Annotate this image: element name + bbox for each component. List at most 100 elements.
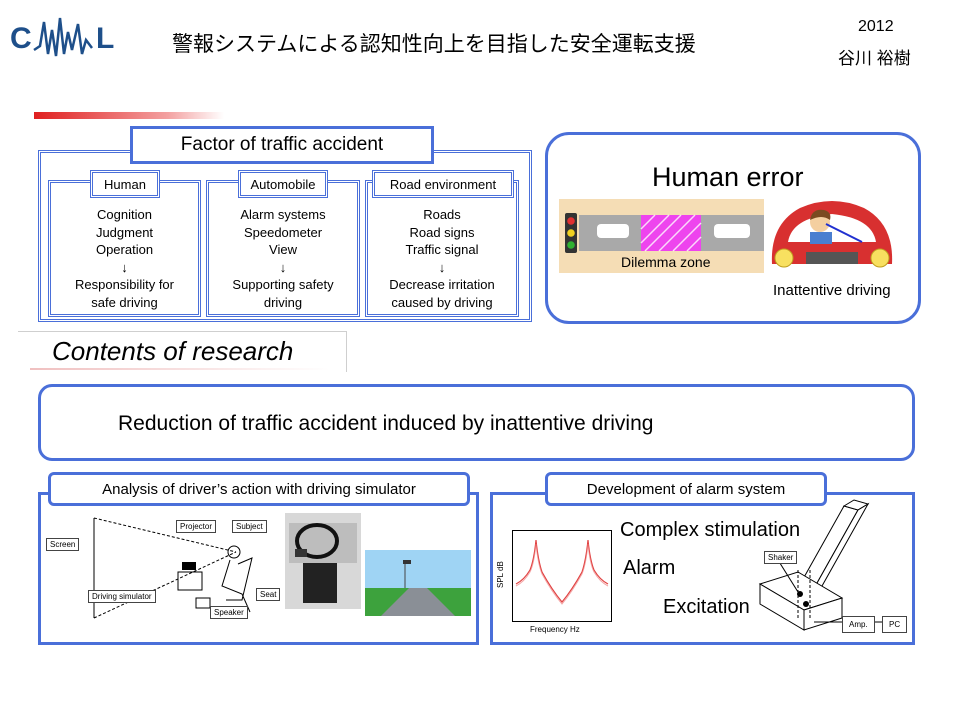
- factor-panel-title-box: Factor of traffic accident: [130, 126, 434, 164]
- analysis-panel-title: Analysis of driver’s action with driving…: [102, 480, 416, 498]
- road-illustration: [559, 199, 764, 273]
- factor-item: Judgment: [95, 224, 154, 240]
- factor-result: Supporting safety: [232, 277, 334, 292]
- simulator-photo: [285, 513, 361, 609]
- reduction-text: Reduction of traffic accident induced by…: [118, 412, 654, 435]
- human-error-title: Human error: [652, 162, 804, 192]
- car-left: [597, 224, 629, 238]
- factor-column-human-items: Cognition Judgment Operation ↓ Responsib…: [48, 206, 201, 311]
- factor-column-human: [48, 180, 201, 317]
- camal-logo: C L: [8, 10, 132, 62]
- alarm-panel-title-box: Development of alarm system: [545, 472, 827, 506]
- dilemma-hatch: [640, 214, 702, 252]
- factor-column-header-label: Automobile: [250, 176, 316, 192]
- driving-scene-screenshot: [365, 550, 471, 616]
- driver-shirt: [810, 232, 832, 244]
- shaker-dot-1: [797, 591, 803, 597]
- factor-item: View: [269, 242, 297, 257]
- speaker-shape: [195, 597, 211, 609]
- speaker-label: Speaker: [210, 606, 248, 619]
- factor-item: Traffic signal: [405, 242, 479, 257]
- factor-item: Roads: [423, 207, 461, 222]
- dilemma-zone-label: Dilemma zone: [621, 254, 711, 270]
- factor-result: Decrease irritation: [389, 277, 495, 292]
- alarm-panel-title: Development of alarm system: [586, 480, 786, 498]
- amp-box: Amp.: [842, 616, 875, 633]
- projector-label: Projector: [176, 520, 217, 533]
- logo-wave: [33, 17, 93, 57]
- pc-box: PC: [882, 616, 908, 633]
- headlight-right: [870, 248, 890, 268]
- shaker-label: Shaker: [764, 551, 798, 564]
- red-light: [567, 217, 575, 225]
- factor-result: caused by driving: [391, 294, 493, 310]
- page-title: 警報システムによる認知性向上を目指した安全運転支援: [172, 33, 696, 56]
- factor-item: Road signs: [409, 224, 475, 240]
- factor-result: safe driving: [91, 294, 158, 310]
- inattentive-driving-label: Inattentive driving: [773, 282, 891, 299]
- factor-column-road-items: Roads Road signs Traffic signal ↓ Decrea…: [365, 206, 519, 311]
- simulator-photo-graphic: [285, 513, 361, 609]
- contents-heading-box: [18, 331, 347, 372]
- graph-frame: [512, 530, 612, 622]
- excitation-label: Excitation: [663, 596, 750, 618]
- contents-heading: Contents of research: [52, 336, 294, 366]
- driver-hair: [810, 209, 831, 220]
- subject-head: [227, 545, 241, 559]
- dilemma-road-graphic: [559, 199, 764, 273]
- factor-item: Speedometer: [243, 224, 323, 240]
- green-light: [567, 241, 575, 249]
- factor-column-automobile: [206, 180, 360, 317]
- factor-item: Alarm systems: [240, 207, 326, 222]
- shaker-dot-2: [803, 601, 809, 607]
- gaze-line: [825, 223, 863, 243]
- factor-result: Responsibility for: [75, 277, 174, 292]
- projection-line-bottom: [93, 551, 237, 619]
- complex-stimulation-label: Complex stimulation: [620, 519, 801, 541]
- factor-item: Operation: [95, 242, 154, 257]
- down-arrow-icon: ↓: [438, 259, 446, 275]
- graph-x-label: Frequency Hz: [530, 625, 580, 634]
- screen-label: Screen: [46, 538, 80, 551]
- car-grille: [806, 252, 858, 264]
- driver-car-graphic: [771, 201, 893, 268]
- logo-l: L: [96, 22, 114, 55]
- down-arrow-icon: ↓: [121, 259, 128, 275]
- projector-shape: [182, 562, 196, 570]
- sky: [365, 550, 471, 588]
- alarm-label: Alarm: [623, 557, 676, 579]
- seat-shape: [226, 557, 253, 601]
- yellow-light: [567, 229, 575, 237]
- down-arrow-icon: ↓: [279, 259, 287, 275]
- year-label: 2012: [858, 18, 894, 35]
- factor-result: driving: [263, 294, 303, 310]
- factor-column-human-header: Human: [90, 170, 160, 198]
- factor-item: Cognition: [97, 207, 152, 222]
- reduction-box: [38, 384, 915, 461]
- headlight-left: [774, 248, 794, 268]
- road: [381, 588, 455, 616]
- spectrum-graph: [512, 530, 612, 622]
- seat-label: Seat: [256, 588, 281, 601]
- shaker-diagram: [758, 498, 910, 638]
- factor-column-header-label: Road environment: [389, 176, 497, 192]
- logo-c: C: [10, 22, 32, 55]
- spectrum-graph-graphic: [512, 530, 612, 622]
- shaker-diagram-graphic: [758, 499, 882, 631]
- simulator-diagram: [46, 514, 286, 624]
- camal-logo-graphic: C L: [10, 17, 114, 57]
- seat-photo-shape: [303, 563, 337, 603]
- driving-simulator-label: Driving simulator: [88, 590, 156, 603]
- car-right: [714, 224, 750, 238]
- driving-scene-graphic: [365, 550, 471, 616]
- spectrum-noise: [515, 543, 609, 605]
- steering-wheel-icon: [295, 523, 339, 559]
- red-accent-line: [34, 112, 224, 119]
- simulator-diagram-graphic: [93, 517, 253, 619]
- pedal-shape: [295, 549, 307, 557]
- shaker-pointer: [777, 559, 799, 593]
- analysis-panel-title-box: Analysis of driver’s action with driving…: [48, 472, 470, 506]
- subject-body: [221, 559, 251, 613]
- simulator-box: [177, 571, 203, 591]
- inattentive-driver-illustration: [766, 194, 898, 280]
